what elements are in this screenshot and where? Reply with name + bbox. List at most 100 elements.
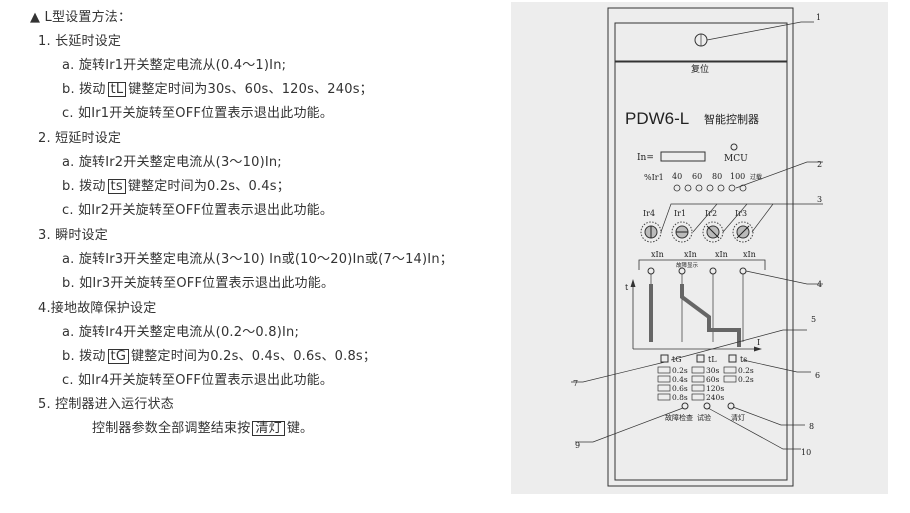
knob-ir3[interactable] — [732, 221, 754, 243]
s1-b-post: 键整定时间为30s、60s、120s、240s； — [128, 82, 373, 97]
knob-label-ir3: Ir3 — [735, 209, 747, 218]
xin-3: xIn — [715, 250, 728, 259]
callout-lines — [571, 21, 823, 450]
callout-8: 8 — [809, 422, 814, 431]
tg-switch-label: tG — [672, 355, 682, 364]
tl-switch-box[interactable] — [696, 354, 705, 363]
callout-9: 9 — [575, 441, 580, 450]
mcu-label: MCU — [724, 154, 748, 164]
s3-item-a: a. 旋转Ir3开关整定电流从(3～10) In或(10～20)In或(7～14… — [62, 252, 453, 267]
led-4 — [706, 184, 714, 192]
led-3 — [695, 184, 703, 192]
tg-key: tG — [107, 349, 130, 364]
s4-item-a: a. 旋转Ir4开关整定电流从(0.2～0.8)In; — [62, 325, 300, 340]
knob-ir2[interactable] — [702, 221, 724, 243]
knob-ir1[interactable] — [671, 221, 693, 243]
ts-val-2: 0.2s — [738, 375, 754, 384]
s5-pre: 控制器参数全部调整结束按 — [92, 421, 251, 436]
tg-switch-box[interactable] — [660, 354, 669, 363]
device-frame — [607, 7, 794, 487]
s2-item-a: a. 旋转Ir2开关整定电流从(3～10)In; — [62, 155, 282, 170]
callout-6: 6 — [815, 371, 820, 380]
tg-val-3: 0.6s — [672, 384, 688, 393]
callout-10: 10 — [801, 448, 811, 457]
t-axis-label: t — [625, 283, 629, 292]
tl-dip-4[interactable] — [691, 393, 705, 401]
led-7 — [739, 184, 747, 192]
callout-1: 1 — [816, 13, 821, 22]
model-label: PDW6-L — [625, 109, 689, 128]
in-label: In= — [637, 153, 654, 163]
trip-curve — [680, 284, 741, 347]
tl-switch-label: tL — [708, 355, 717, 364]
fault-led-1 — [647, 267, 655, 275]
test-button[interactable] — [703, 402, 711, 410]
model-sub-label: 智能控制器 — [704, 112, 759, 126]
tg-dip-1[interactable] — [657, 366, 671, 374]
ts-switch-box[interactable] — [728, 354, 737, 363]
ts-key: ts — [107, 179, 126, 194]
controller-diagram: 复位 PDW6-L 智能控制器 In= MCU %Ir1 40 60 80 10… — [511, 2, 888, 494]
led-2 — [684, 184, 692, 192]
section-1-title: 1. 长延时设定 — [38, 34, 122, 49]
knob-ir4[interactable] — [640, 221, 662, 243]
led-6 — [728, 184, 736, 192]
top-cover — [614, 22, 788, 62]
knob-label-ir4: Ir4 — [643, 209, 655, 218]
tl-dip-2[interactable] — [691, 375, 705, 383]
tl-dip-1[interactable] — [691, 366, 705, 374]
s2-b-pre: b. 拨动 — [62, 179, 106, 194]
controller-svg: 复位 PDW6-L 智能控制器 In= MCU %Ir1 40 60 80 10… — [571, 7, 823, 487]
section-2-title: 2. 短延时设定 — [38, 131, 122, 146]
fault-display-label: 故障显示 — [676, 261, 699, 269]
knob-label-ir1: Ir1 — [674, 209, 686, 218]
s2-item-c: c. 如Ir2开关旋转至OFF位置表示退出此功能。 — [62, 203, 334, 218]
xin-4: xIn — [743, 250, 756, 259]
tg-val-2: 0.4s — [672, 375, 688, 384]
fault-check-button[interactable] — [681, 402, 689, 410]
pct-40: 40 — [672, 172, 682, 181]
callout-7: 7 — [573, 379, 578, 388]
callout-5: 5 — [811, 315, 816, 324]
pct-100: 100 — [730, 172, 745, 181]
clear-label: 清灯 — [731, 413, 745, 422]
fault-led-4 — [739, 267, 747, 275]
led-row — [673, 184, 747, 192]
reset-label: 复位 — [691, 63, 709, 75]
xin-1: xIn — [651, 250, 664, 259]
tl-val-2: 60s — [706, 375, 720, 384]
led-5 — [717, 184, 725, 192]
ts-dip-1[interactable] — [723, 366, 737, 374]
ts-dip-2[interactable] — [723, 375, 737, 383]
tg-dip-4[interactable] — [657, 393, 671, 401]
tl-key: tL — [107, 82, 127, 97]
fault-check-label: 故障检查 — [665, 413, 693, 422]
s4-item-c: c. 如Ir4开关旋转至OFF位置表示退出此功能。 — [62, 373, 334, 388]
overload-label: 过载 — [750, 173, 762, 181]
tl-dip-3[interactable] — [691, 384, 705, 392]
tl-val-4: 240s — [706, 393, 724, 402]
tg-val-1: 0.2s — [672, 366, 688, 375]
section-5-title: 5. 控制器进入运行状态 — [38, 397, 174, 412]
clear-button[interactable] — [727, 402, 735, 410]
section-4-title: 4.接地故障保护设定 — [38, 301, 157, 316]
s4-b-post: 键整定时间为0.2s、0.4s、0.6s、0.8s； — [131, 349, 377, 364]
tg-val-4: 0.8s — [672, 393, 688, 402]
pct-label: %Ir1 — [644, 173, 664, 182]
control-panel — [614, 61, 788, 481]
callout-2: 2 — [817, 160, 822, 169]
s4-b-pre: b. 拨动 — [62, 349, 106, 364]
ts-switch-label: ts — [740, 355, 747, 364]
tl-val-1: 30s — [706, 366, 720, 375]
s1-b-pre: b. 拨动 — [62, 82, 106, 97]
in-display — [660, 151, 706, 162]
tg-dip-3[interactable] — [657, 384, 671, 392]
xin-2: xIn — [684, 250, 697, 259]
tl-val-3: 120s — [706, 384, 724, 393]
test-label: 试验 — [697, 413, 711, 422]
tg-dip-2[interactable] — [657, 375, 671, 383]
callout-3: 3 — [817, 195, 822, 204]
